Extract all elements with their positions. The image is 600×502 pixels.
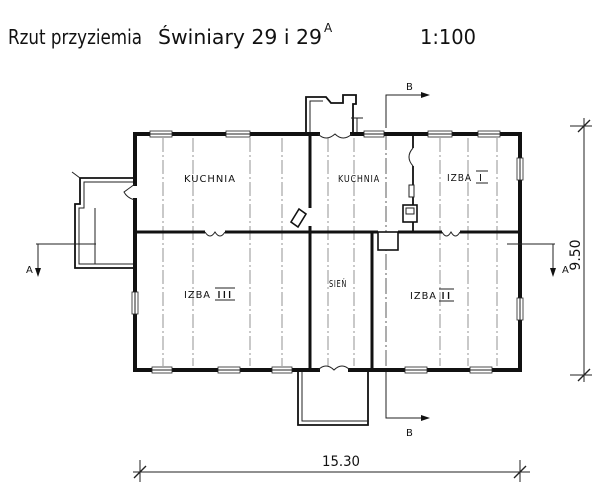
arrow-right-icon [421, 92, 430, 98]
bottom-porch-outline [297, 372, 369, 426]
doors [123, 133, 461, 371]
roman-numeral-bar [215, 287, 235, 301]
dimension-tick [577, 119, 591, 382]
door-leaf-kitchen-divider [289, 207, 308, 229]
door-room-i-to-room-ii [441, 230, 461, 237]
window [225, 130, 251, 138]
window [217, 366, 241, 374]
chimney [377, 231, 399, 251]
room-labels: KUCHNIA KUCHNIA IZBA I SIEŃ IZBA III IZB… [184, 170, 488, 302]
arrow-down-icon [35, 268, 41, 277]
beam-lines [162, 134, 498, 370]
room-numeral-room-i: I [479, 173, 483, 184]
roman-numeral-bar [476, 170, 488, 184]
dimension-line-horizontal [133, 460, 530, 482]
window [477, 130, 501, 138]
window [131, 291, 139, 315]
scale-label: 1:100 [420, 25, 476, 49]
title-block: Rzut przyziemia Świniary 29 i 29 A 1:100 [8, 21, 476, 49]
stove-opening [405, 207, 415, 215]
dimension-length-label: 15.30 [322, 454, 360, 470]
section-b-bottom-marker: B [385, 372, 430, 439]
window [151, 366, 173, 374]
room-numeral-room-iii: III [217, 290, 233, 301]
door-top-porch [317, 133, 353, 139]
roman-numeral-bar [439, 288, 454, 302]
top-porch-post [351, 117, 363, 132]
arrow-right-icon [421, 415, 430, 421]
dimension-width: 9.50 [568, 118, 592, 382]
dimension-length: 15.30 [133, 454, 530, 482]
door-kitchen-to-room-iii [204, 231, 226, 237]
door-kitchen-to-room-i [408, 147, 414, 167]
section-a-left-line [36, 243, 96, 270]
dimension-line-vertical [570, 118, 592, 382]
title-location: Świniary 29 i 29 [158, 25, 322, 49]
room-label-room-ii: IZBA [410, 291, 437, 302]
wall-niche [408, 184, 415, 198]
section-b-top-line [385, 94, 424, 128]
room-label-room-iii: IZBA [184, 290, 211, 301]
room-label-room-i: IZBA [447, 173, 472, 184]
left-porch-corner-stub [71, 171, 81, 179]
title-text: Rzut przyziemia [8, 25, 142, 49]
room-label-hall: SIEŃ [329, 277, 347, 290]
section-a-right-marker: A [507, 243, 569, 277]
section-a-left-label: A [26, 265, 33, 276]
door-left-porch [123, 183, 136, 201]
bottom-porch [297, 372, 369, 426]
section-a-right-line [507, 243, 555, 270]
top-porch-inner-line [309, 100, 323, 134]
section-b-top-label: B [406, 82, 413, 93]
room-numeral-room-ii: II [441, 291, 452, 302]
windows [131, 130, 524, 374]
section-b-top-marker: B [385, 82, 430, 128]
window [271, 366, 293, 374]
left-porch [71, 171, 133, 269]
section-a-left-marker: A [26, 243, 96, 277]
window [404, 366, 428, 374]
dimension-tick [133, 465, 527, 479]
bottom-porch-inner-line [301, 372, 368, 422]
window [427, 130, 453, 138]
dimension-width-label: 9.50 [568, 239, 584, 270]
window [516, 297, 524, 321]
window [363, 130, 385, 138]
fixtures [377, 184, 418, 251]
top-porch [305, 94, 363, 134]
door-front-entrance [317, 365, 351, 371]
section-b-bottom-label: B [406, 428, 413, 439]
window [149, 130, 173, 138]
room-label-kitchen-left: KUCHNIA [184, 174, 236, 185]
arrow-down-icon [550, 268, 556, 277]
title-superscript: A [324, 21, 333, 35]
window [469, 366, 493, 374]
top-porch-outline [305, 94, 357, 134]
left-porch-outline [74, 177, 133, 269]
room-label-kitchen-middle: KUCHNIA [338, 174, 380, 185]
left-porch-inner-line [78, 181, 133, 265]
window [516, 157, 524, 181]
section-a-right-label: A [562, 265, 569, 276]
section-b-bottom-line [385, 372, 424, 419]
